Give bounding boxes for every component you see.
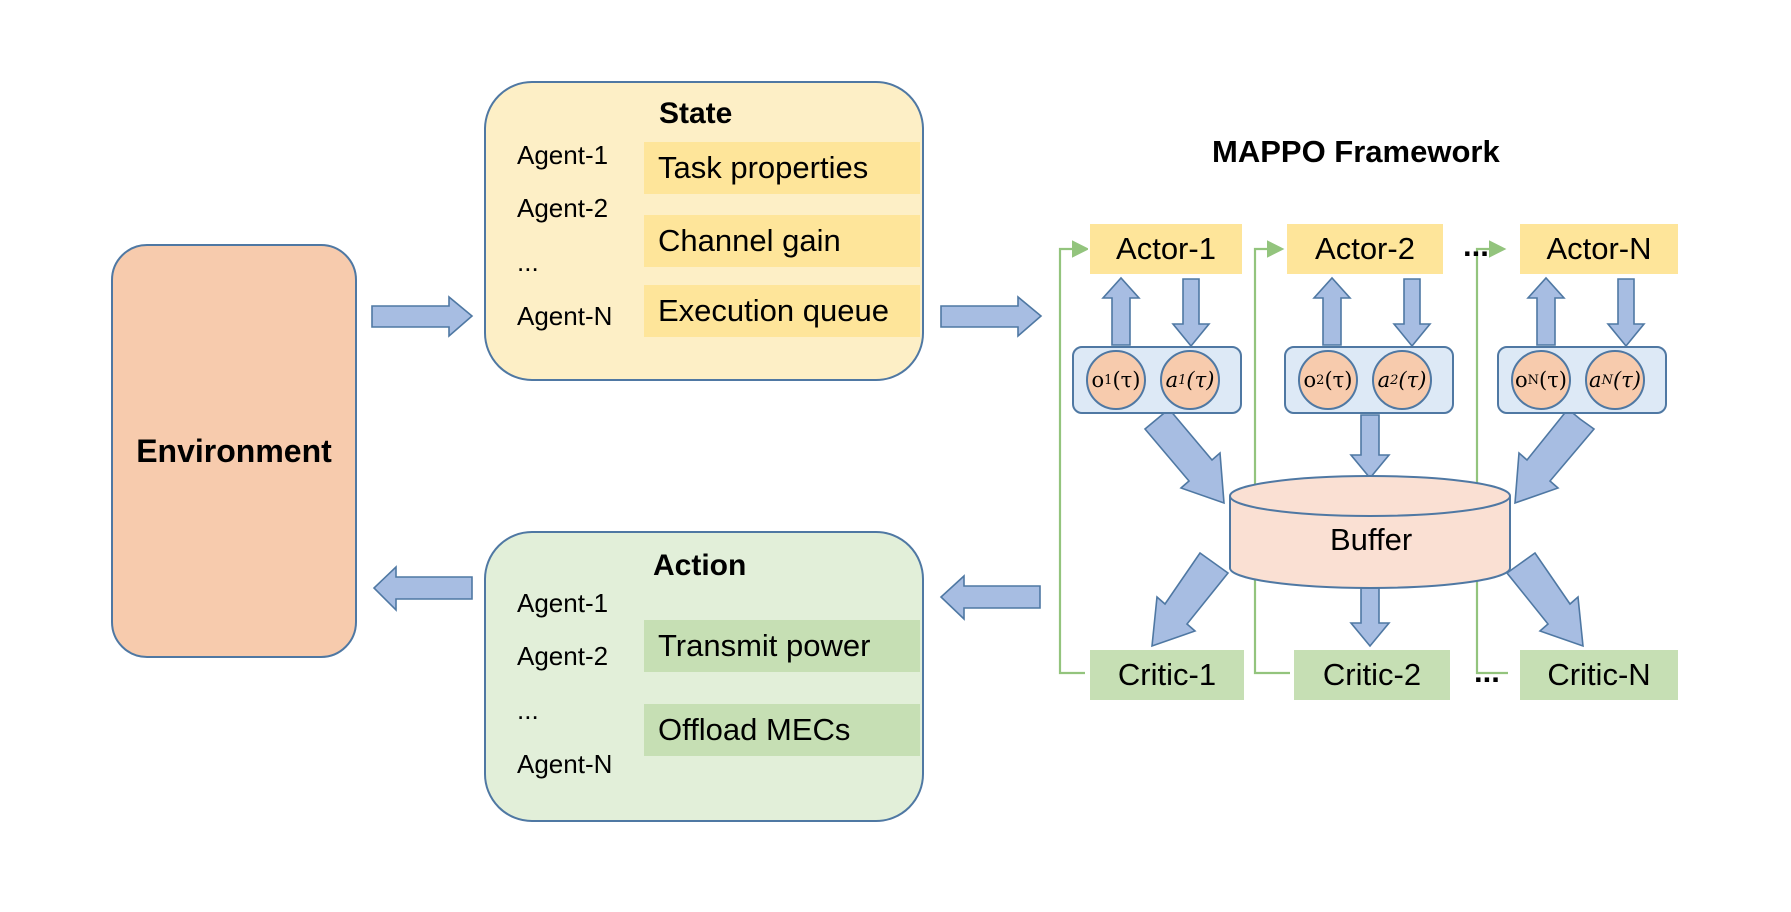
action-2-subscript: 2 [1390, 372, 1399, 388]
critic-1-box: Critic-1 [1088, 648, 1246, 702]
action-agent-2: Agent-2 [517, 641, 609, 671]
action-agent-ellipsis: ... [517, 695, 539, 725]
action-box [484, 531, 924, 822]
arrow-buffer-to-criticN [1505, 551, 1584, 648]
arrow-obs2-up [1312, 276, 1352, 346]
state-agent-ellipsis: ... [517, 247, 539, 277]
action-item-transmit-power: Transmit power [644, 620, 920, 672]
observation-n-subscript: N [1527, 372, 1539, 388]
arrow-obs1-down [1171, 278, 1211, 348]
critic-2-box: Critic-2 [1292, 648, 1452, 702]
critic-n-box: Critic-N [1518, 648, 1680, 702]
state-title: State [659, 97, 733, 130]
state-item-execution-queue: Execution queue [644, 285, 920, 337]
actor-ellipsis: ... [1463, 228, 1489, 263]
observation-2-symbol: o [1303, 368, 1317, 392]
state-agent-1: Agent-1 [517, 140, 609, 170]
line-critic2-to-actor2 [1253, 240, 1290, 675]
state-agent-n: Agent-N [517, 301, 613, 331]
critic-ellipsis: ... [1474, 654, 1500, 689]
arrow-obsN-to-buffer [1514, 407, 1596, 505]
buffer-label: Buffer [1330, 522, 1413, 557]
actor-2-box: Actor-2 [1285, 222, 1445, 276]
arrow-state-to-mappo [940, 295, 1043, 338]
arrow-obs1-to-buffer [1143, 407, 1225, 505]
observation-1-symbol: o [1091, 368, 1105, 392]
observation-1-subscript: 1 [1104, 372, 1113, 388]
environment-box: Environment [111, 244, 357, 658]
mappo-title: MAPPO Framework [1212, 134, 1500, 169]
action-n-subscript: N [1601, 372, 1613, 388]
arrow-obsN-down [1606, 278, 1646, 348]
arrow-action-to-env [372, 565, 473, 612]
arrow-obs2-down [1392, 278, 1432, 348]
action-1-arg: (τ) [1186, 368, 1215, 392]
observation-n-symbol: o [1514, 368, 1528, 392]
arrow-obsN-up [1526, 276, 1566, 346]
arrow-buffer-to-critic2 [1349, 587, 1391, 648]
action-2-symbol: a [1377, 368, 1391, 392]
action-1-symbol: a [1165, 368, 1179, 392]
action-2-arg: (τ) [1398, 368, 1427, 392]
actor-1-box: Actor-1 [1088, 222, 1244, 276]
arrow-env-to-state [371, 295, 474, 338]
observation-2-subscript: 2 [1316, 372, 1325, 388]
line-critic1-to-actor1 [1058, 240, 1090, 675]
buffer-cylinder [1229, 475, 1511, 589]
observation-1-arg: (τ) [1112, 368, 1141, 392]
state-item-task-properties: Task properties [644, 142, 920, 194]
state-agent-2: Agent-2 [517, 193, 609, 223]
arrow-obs1-up [1101, 276, 1141, 346]
arrow-obs2-to-buffer [1349, 414, 1391, 480]
action-n-arg: (τ) [1612, 368, 1641, 392]
line-criticN-to-actorN [1475, 240, 1508, 675]
action-agent-n: Agent-N [517, 749, 613, 779]
arrow-mappo-to-action [939, 574, 1041, 621]
arrow-buffer-to-critic1 [1151, 551, 1230, 648]
action-1-subscript: 1 [1178, 372, 1187, 388]
actor-n-box: Actor-N [1518, 222, 1680, 276]
action-agent-1: Agent-1 [517, 588, 609, 618]
action-title: Action [653, 549, 747, 582]
observation-2-arg: (τ) [1324, 368, 1353, 392]
state-item-channel-gain: Channel gain [644, 215, 920, 267]
action-n-symbol: a [1589, 368, 1602, 392]
observation-n-arg: (τ) [1539, 368, 1568, 392]
environment-label: Environment [136, 432, 332, 469]
action-item-offload-mecs: Offload MECs [644, 704, 920, 756]
